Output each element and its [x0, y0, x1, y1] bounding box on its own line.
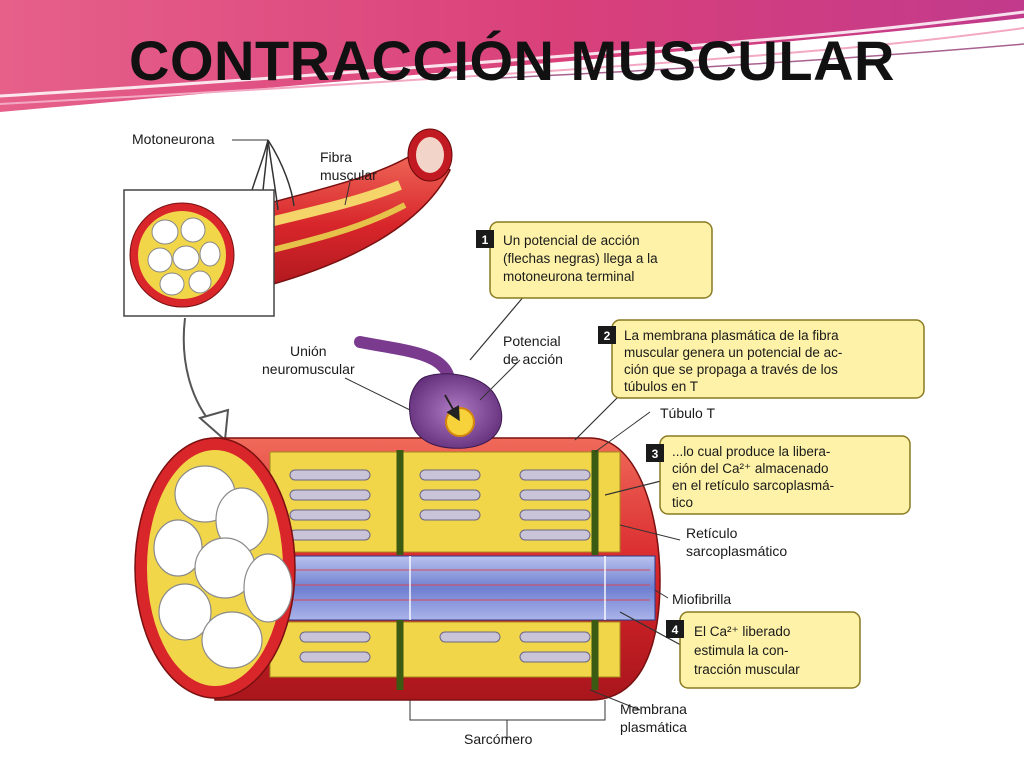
step-2-number: 2 — [604, 329, 611, 343]
step-1-line-2: (flechas negras) llega a la — [503, 251, 658, 266]
step-2-line-3: ción que se propaga a través de los — [624, 362, 838, 377]
label-fibra-2: muscular — [320, 167, 377, 183]
step-3-number: 3 — [652, 447, 659, 461]
large-muscle-fiber — [134, 437, 661, 701]
step-3-line-3: en el retículo sarcoplasmá- — [672, 478, 834, 493]
step-4-line-3: tracción muscular — [694, 662, 800, 677]
neuron-terminal — [354, 336, 503, 449]
step-2-line-1: La membrana plasmática de la fibra — [624, 328, 839, 343]
label-potencial-1: Potencial — [503, 333, 561, 349]
header-swoosh — [0, 0, 1024, 112]
label-union-1: Unión — [290, 343, 327, 359]
label-sarcomero: Sarcómero — [464, 731, 533, 747]
step-3-line-1: ...lo cual produce la libera- — [672, 444, 830, 459]
label-miofibrilla: Miofibrilla — [672, 591, 731, 607]
label-membrana-2: plasmática — [620, 719, 687, 735]
step-3-line-4: tico — [672, 495, 693, 510]
inset-cross-section — [129, 202, 235, 308]
step-1-number: 1 — [482, 233, 489, 247]
step-3-line-2: ción del Ca²⁺ almacenado — [672, 461, 828, 476]
step-2-line-2: muscular genera un potencial de ac- — [624, 345, 842, 360]
slide-title: CONTRACCIÓN MUSCULAR — [129, 29, 895, 92]
label-motoneurona: Motoneurona — [132, 131, 215, 147]
callout-boxes — [476, 221, 925, 689]
step-2-line-4: túbulos en T — [624, 379, 698, 394]
label-tubulo-t: Túbulo T — [660, 405, 715, 421]
step-1-line-1: Un potencial de acción — [503, 233, 640, 248]
label-union-2: neuromuscular — [262, 361, 355, 377]
step-4-number: 4 — [672, 623, 679, 637]
label-reticulo-1: Retículo — [686, 525, 738, 541]
label-reticulo-2: sarcoplasmático — [686, 543, 787, 559]
label-fibra-1: Fibra — [320, 149, 352, 165]
step-4-line-2: estimula la con- — [694, 643, 789, 658]
label-membrana-1: Membrana — [620, 701, 687, 717]
step-4-line-1: El Ca²⁺ liberado — [694, 624, 790, 639]
step-1-line-3: motoneurona terminal — [503, 269, 634, 284]
label-potencial-2: de acción — [503, 351, 563, 367]
